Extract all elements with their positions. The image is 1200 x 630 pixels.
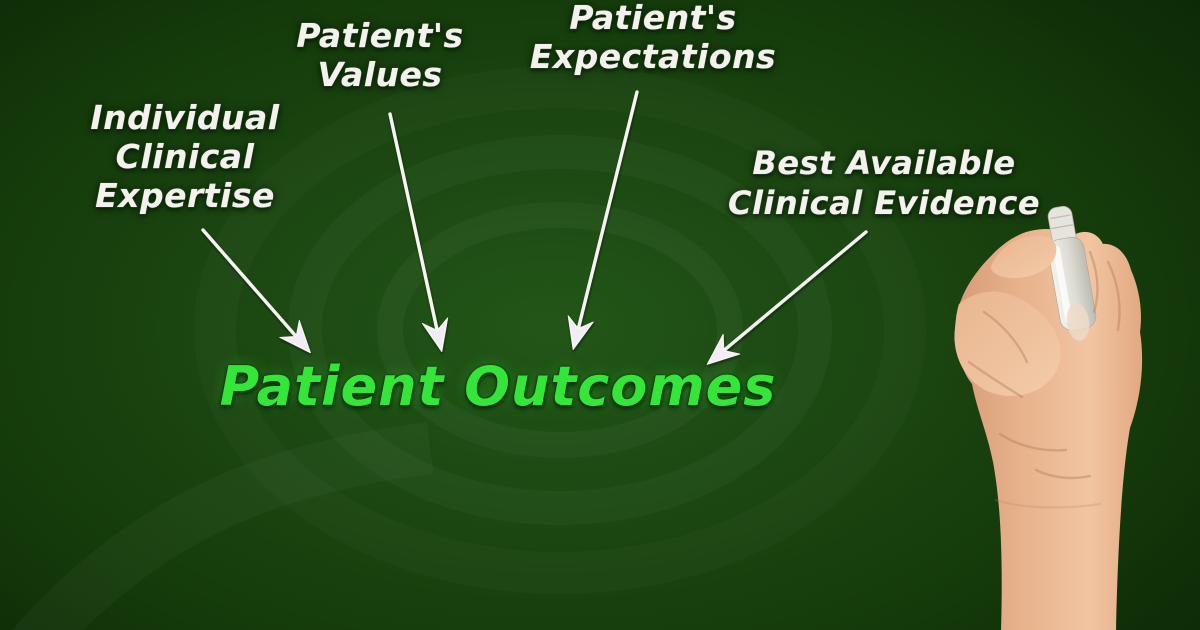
- index-finger: [991, 235, 1057, 279]
- marker-pen-ridges: [1050, 214, 1073, 230]
- arrow-from-patients-expectations: [574, 90, 639, 346]
- hand-creases: [967, 250, 1121, 509]
- factor-label-patients-expectations: Patient's Expectations: [529, 0, 777, 76]
- chalk-streak: [11, 422, 434, 630]
- fingernail: [1066, 303, 1090, 341]
- arrow-from-individual-clinical-expertise: [201, 228, 308, 350]
- marker-pen-highlight: [1052, 246, 1073, 323]
- thumb: [954, 291, 1061, 396]
- factor-label-individual-clinical-expertise: Individual Clinical Expertise: [90, 98, 280, 215]
- center-label-patient-outcomes: Patient Outcomes: [219, 355, 777, 418]
- arrow-from-patients-values: [388, 112, 441, 348]
- hand-silhouette: [955, 229, 1143, 630]
- arrow-from-best-available-clinical-evidence: [710, 230, 868, 362]
- hand-holding-marker-illustration: [954, 205, 1143, 630]
- factor-label-patients-values: Patient's Values: [296, 16, 464, 94]
- chalk-swirl-inner: [377, 202, 743, 458]
- factor-label-best-available-clinical-evidence: Best Available Clinical Evidence: [727, 144, 1041, 222]
